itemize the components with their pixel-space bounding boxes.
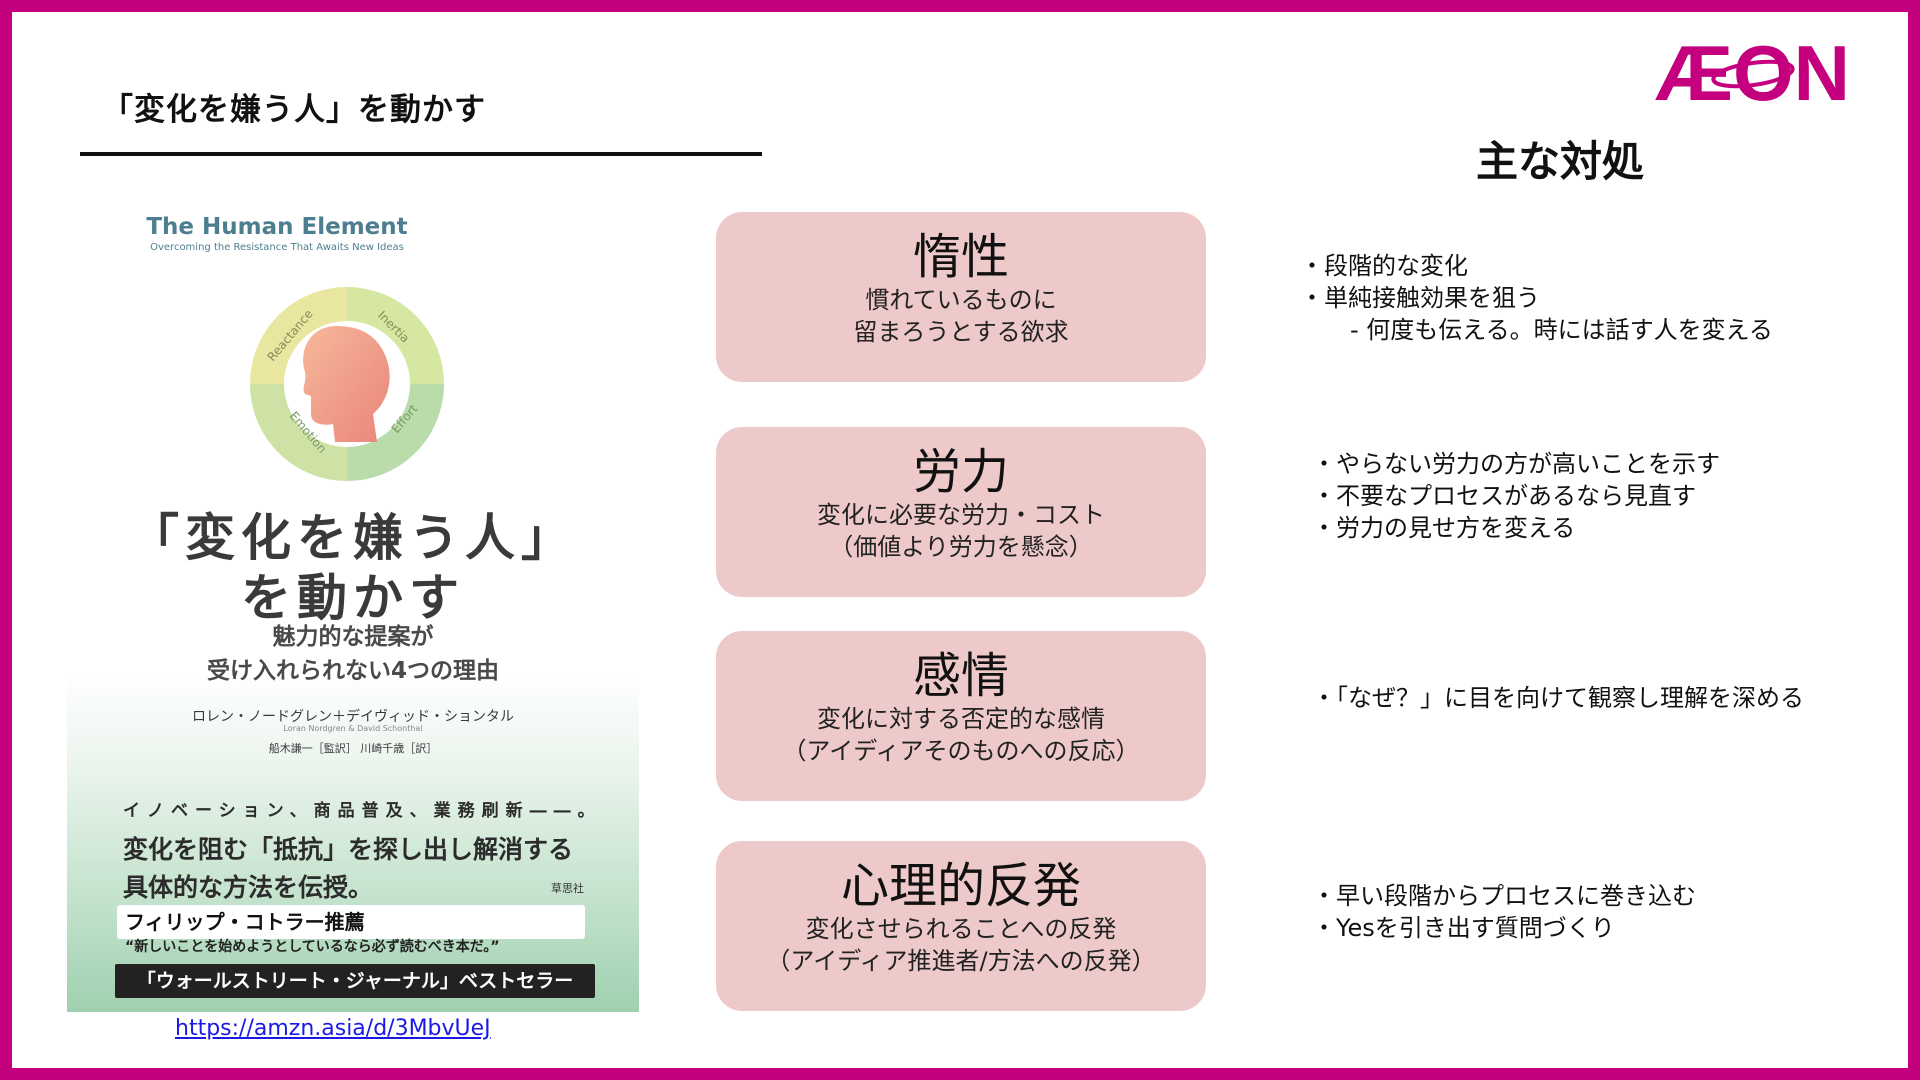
book-recommendation: フィリップ・コトラー推薦 <box>117 905 585 939</box>
column-heading: 主な対処 <box>1475 137 1644 186</box>
factor-desc-line1: 変化させられることへの反発 <box>805 915 1117 943</box>
title-underline <box>80 152 762 156</box>
action-item: ・段階的な変化 <box>1300 252 1468 280</box>
actions-inertia: ・段階的な変化 ・単純接触効果を狙う - 何度も伝える。時には話す人を変える <box>1300 250 1773 346</box>
book-link[interactable]: https://amzn.asia/d/3MbvUeJ <box>175 1016 491 1041</box>
book-publisher: 草思社 <box>551 882 584 895</box>
factor-desc-line1: 変化に必要な労力・コスト <box>817 501 1105 529</box>
book-subtitle-line2: 受け入れられない4つの理由 <box>206 658 499 684</box>
factor-desc-line1: 慣れているものに <box>865 286 1057 314</box>
book-english-title: The Human Element <box>146 214 408 240</box>
factor-term: 労力 <box>912 444 1009 500</box>
factor-desc-line2: （価値より労力を懸念） <box>829 533 1093 561</box>
logo-text: ÆON <box>1655 36 1850 110</box>
factor-box-emotion: 感情 変化に対する否定的な感情 （アイディアそのものへの反応） <box>716 631 1206 801</box>
action-item: ・やらない労力の方が高いことを示す <box>1312 450 1720 478</box>
factor-desc-line1: 変化に対する否定的な感情 <box>817 705 1105 733</box>
book-translators: 船木謙一［監訳］ 川崎千歳［訳］ <box>268 742 438 755</box>
action-item: ・「なぜ？」に目を向けて観察し理解を深める <box>1312 684 1804 712</box>
cycle-arrow-effort <box>346 383 444 481</box>
slide-title: 「変化を嫌う人」を動かす <box>102 92 486 128</box>
book-subtitle-line1: 魅力的な提案が <box>272 624 434 650</box>
factor-desc-line2: （アイディア推進者/方法への反発） <box>766 947 1156 975</box>
actions-effort: ・やらない労力の方が高いことを示す ・不要なプロセスがあるなら見直す ・労力の見… <box>1312 448 1720 544</box>
book-authors-en: Loran Nordgren & David Schonthal <box>283 724 423 733</box>
cycle-arrow-inertia <box>346 287 444 385</box>
factor-desc-line2: （アイディアそのものへの反応） <box>782 737 1140 765</box>
band-line3: 具体的な方法を伝授。 <box>123 873 374 902</box>
action-item: ・Yesを引き出す質問づくり <box>1312 914 1615 942</box>
book-title-line1: 「変化を嫌う人」 <box>129 509 577 567</box>
band-line2: 変化を阻む「抵抗」を探し出し解消する <box>123 835 574 864</box>
band-line1: イノベーション、商品普及、業務刷新――。 <box>123 801 602 821</box>
action-item: ・不要なプロセスがあるなら見直す <box>1312 482 1696 510</box>
actions-emotion: ・「なぜ？」に目を向けて観察し理解を深める <box>1312 682 1804 714</box>
action-item: ・早い段階からプロセスに巻き込む <box>1312 882 1696 910</box>
book-english-subtitle: Overcoming the Resistance That Awaits Ne… <box>150 242 404 253</box>
factor-term: 感情 <box>912 648 1009 704</box>
factor-box-reactance: 心理的反発 変化させられることへの反発 （アイディア推進者/方法への反発） <box>716 841 1206 1011</box>
action-item: ・単純接触効果を狙う <box>1300 284 1540 312</box>
book-quote: “新しいことを始めようとしているなら必ず読むべき本だ。” <box>125 939 500 955</box>
cycle-arrow-reactance <box>250 287 348 385</box>
book-japanese-title: 「変化を嫌う人」 を動かす <box>67 508 639 628</box>
factor-term: 惰性 <box>912 229 1009 285</box>
book-authors: ロレン・ノードグレン＋デイヴィッド・ションタル <box>192 709 514 725</box>
cycle-arrow-emotion <box>250 383 348 481</box>
aeon-logo: ÆON <box>1655 36 1850 110</box>
factor-desc-line2: 留まろうとする欲求 <box>853 318 1069 346</box>
cycle-diagram: Reactance Inertia Effort Emotion <box>250 287 444 481</box>
book-title-line2: を動かす <box>241 569 465 627</box>
book-japanese-subtitle: 魅力的な提案が 受け入れられない4つの理由 <box>67 620 639 688</box>
book-bestseller-banner: 「ウォールストリート・ジャーナル」ベストセラー <box>115 964 595 998</box>
factor-term: 心理的反発 <box>840 858 1081 914</box>
action-sub-item: - 何度も伝える。時には話す人を変える <box>1350 316 1773 344</box>
actions-reactance: ・早い段階からプロセスに巻き込む ・Yesを引き出す質問づくり <box>1312 880 1696 944</box>
action-item: ・労力の見せ方を変える <box>1312 514 1576 542</box>
factor-box-inertia: 惰性 慣れているものに 留まろうとする欲求 <box>716 212 1206 382</box>
book-cover: The Human Element Overcoming the Resista… <box>67 200 639 1012</box>
factor-box-effort: 労力 変化に必要な労力・コスト （価値より労力を懸念） <box>716 427 1206 597</box>
head-icon <box>303 326 390 442</box>
